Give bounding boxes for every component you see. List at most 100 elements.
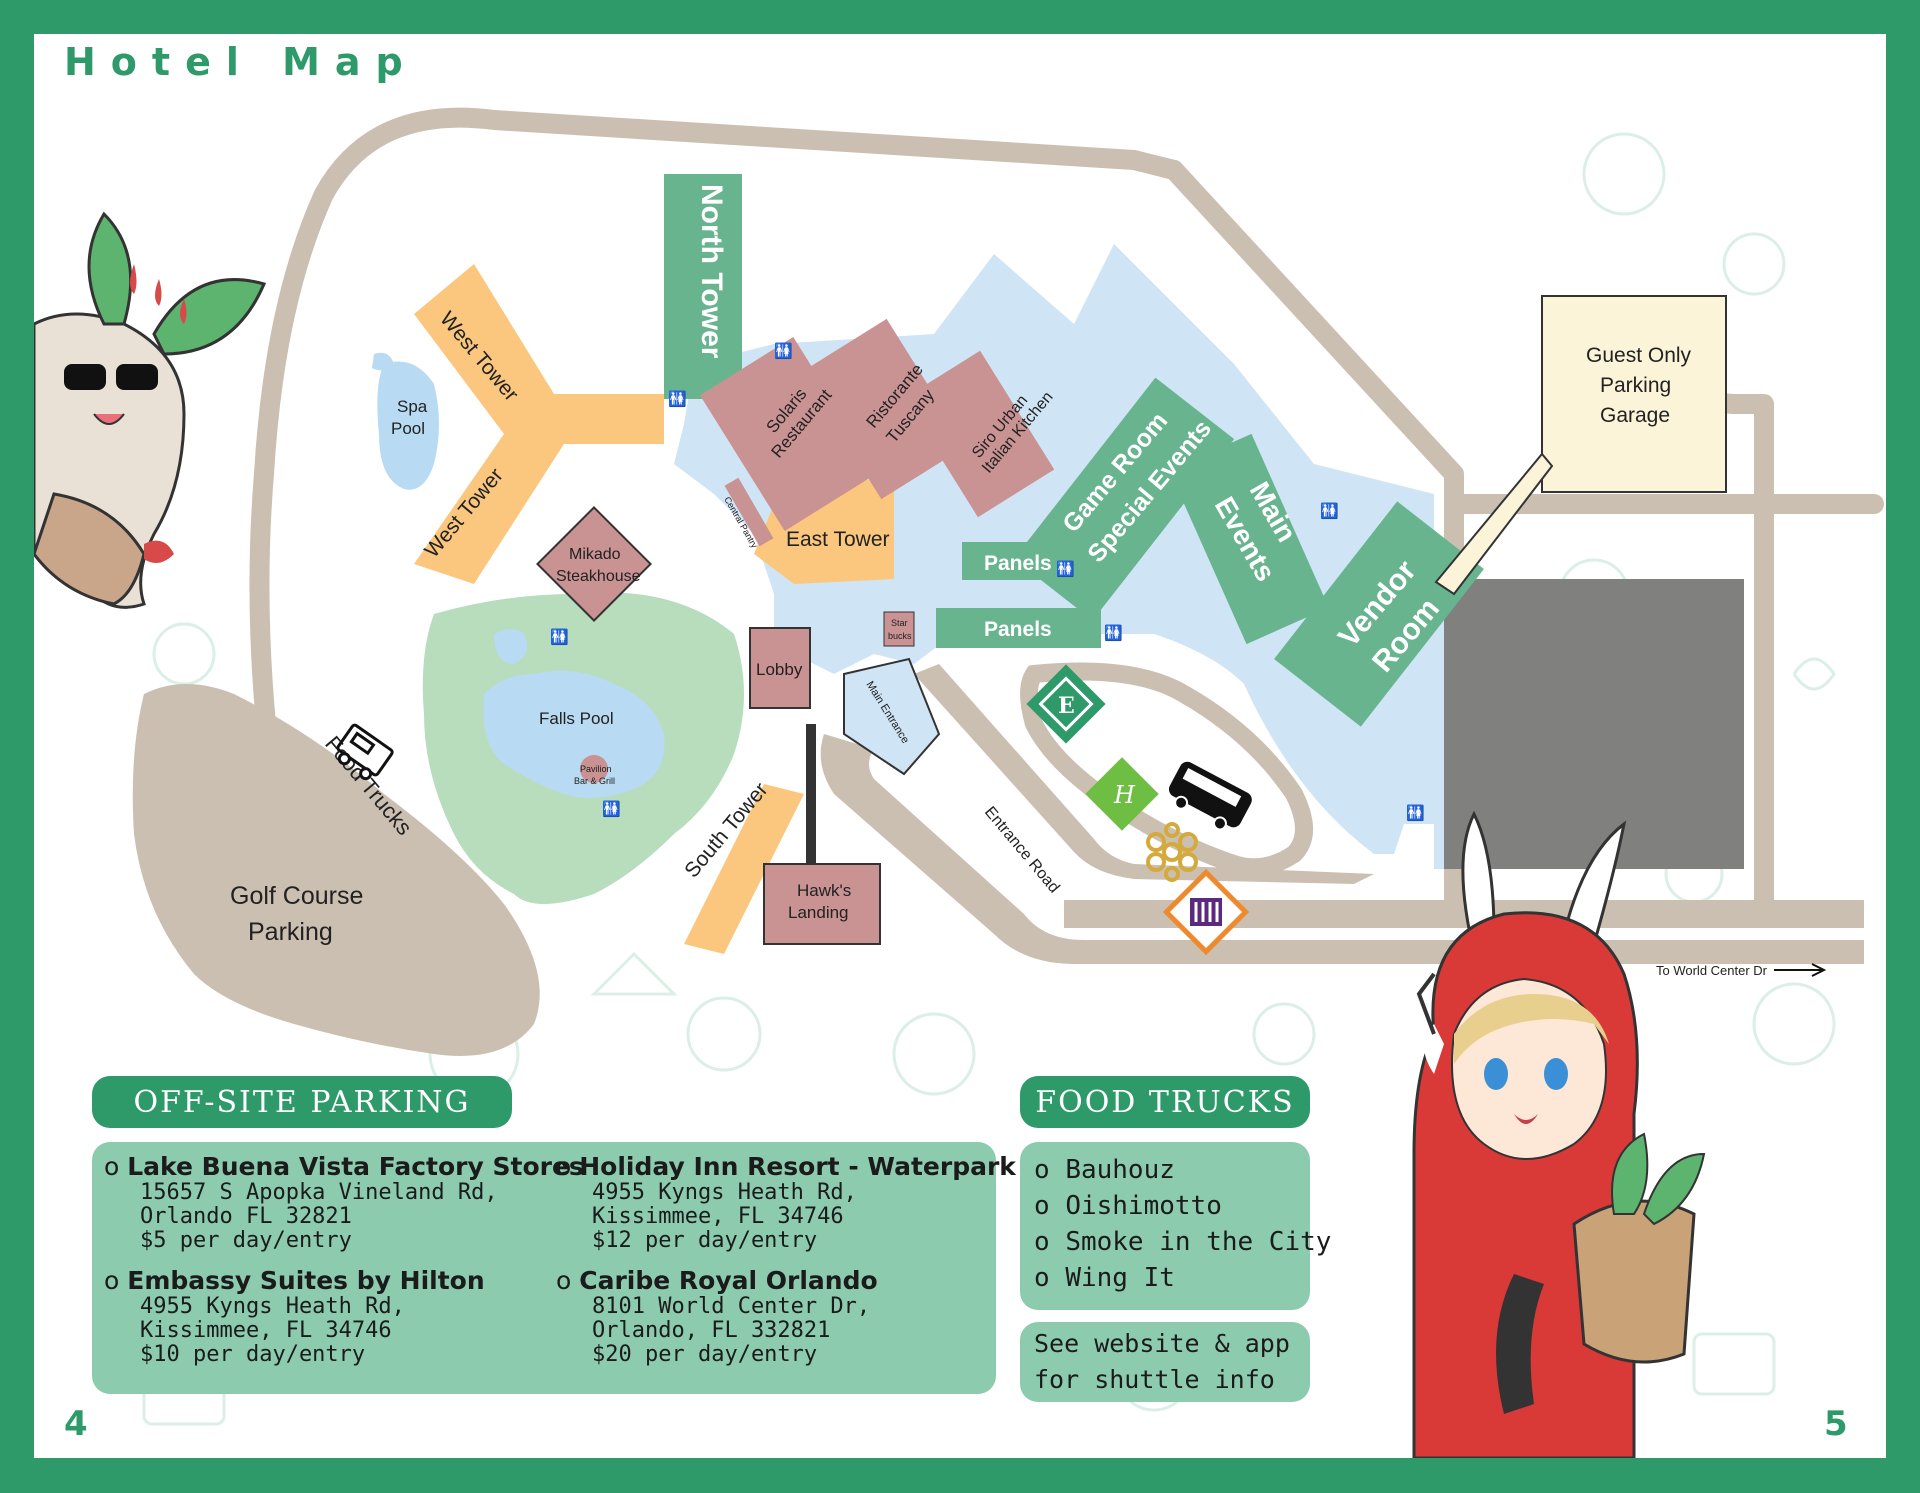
lot-name: Embassy Suites by Hilton — [104, 1266, 544, 1295]
label-falls-pool: Falls Pool — [539, 709, 614, 728]
lobby — [749, 627, 811, 709]
perimeter-road — [1164, 160, 1884, 514]
label-north-tower: North Tower — [695, 184, 728, 359]
golf-course-parking — [132, 684, 540, 1056]
starbucks — [883, 611, 915, 647]
map-page: North Tower West Tower West Tower Spa Po… — [34, 34, 1886, 1458]
west-tower — [414, 264, 664, 584]
south-connector — [806, 724, 816, 864]
food-truck-item: Bauhouz — [1034, 1152, 1310, 1188]
shuttle-info-text: for shuttle info — [1034, 1365, 1275, 1394]
siro-kitchen — [903, 350, 1055, 518]
svg-text:🚻: 🚻 — [1406, 804, 1425, 822]
main-entrance — [843, 657, 941, 776]
lot-name: Lake Buena Vista Factory Stores — [104, 1152, 584, 1181]
shuttle-bus-icon — [1168, 761, 1252, 831]
page-title: Hotel Map — [64, 40, 418, 84]
svg-text:🚻: 🚻 — [550, 628, 569, 646]
north-tower — [664, 174, 742, 399]
shuttle-info-box: See website & app for shuttle info — [1020, 1322, 1310, 1402]
leaf-mascot-illustration — [34, 211, 267, 609]
entrance-road-inner — [914, 664, 1374, 884]
lot-price: $10 per day/entry — [140, 1342, 366, 1367]
page-number-left: 4 — [64, 1404, 88, 1444]
food-trucks-box: Bauhouz Oishimotto Smoke in the City Win… — [1020, 1142, 1331, 1310]
holiday-inn-logo: H — [1085, 757, 1159, 831]
lot-price: $12 per day/entry — [592, 1228, 818, 1253]
food-truck-item: Smoke in the City — [1034, 1224, 1331, 1260]
lot-name: Caribe Royal Orlando — [556, 1266, 996, 1295]
caribe-royale-logo — [1146, 822, 1198, 882]
label-mikado-1: Mikado — [569, 546, 621, 563]
lot-city: Orlando FL 32821 — [140, 1204, 352, 1229]
label-golf-1: Golf Course — [230, 882, 363, 910]
label-spa-pool-1: Spa — [397, 397, 428, 416]
lot-city: Orlando, FL 332821 — [592, 1318, 831, 1343]
label-garage-3: Garage — [1600, 404, 1670, 427]
spa-pool-small — [372, 352, 394, 371]
lot-name: Holiday Inn Resort - Waterpark — [556, 1152, 1016, 1181]
garage-ramp — [1434, 452, 1554, 596]
falls-pool — [483, 670, 665, 798]
hotel-map: North Tower West Tower West Tower Spa Po… — [34, 107, 1884, 1458]
label-pavilion-2: Bar & Grill — [574, 776, 615, 786]
label-lobby: Lobby — [756, 660, 803, 679]
arrow-right-icon — [1774, 963, 1827, 977]
solaris-restaurant — [699, 337, 879, 531]
restroom-icon: 🚻🚻🚻 🚻🚻🚻 🚻🚻 — [550, 342, 1425, 822]
offsite-parking-header: OFF-SITE PARKING — [92, 1076, 512, 1128]
food-truck-item: Wing It — [1034, 1260, 1310, 1296]
anime-girl-illustration — [1412, 810, 1706, 1458]
lot-city: Kissimmee, FL 34746 — [140, 1318, 392, 1343]
parking-lot — [1434, 579, 1744, 869]
label-world-center: To World Center Dr — [1656, 963, 1768, 978]
panels-room-2 — [936, 608, 1101, 648]
label-panels-1: Panels — [984, 552, 1052, 575]
lot-price: $20 per day/entry — [592, 1342, 818, 1367]
lot-address: 4955 Kyngs Heath Rd, — [140, 1294, 405, 1319]
lot-address: 4955 Kyngs Heath Rd, — [592, 1180, 857, 1205]
svg-text:🚻: 🚻 — [602, 800, 621, 818]
label-hawks-1: Hawk's — [797, 881, 851, 900]
svg-text:🚻: 🚻 — [774, 342, 793, 360]
svg-text:E: E — [1058, 693, 1075, 719]
page-number-right: 5 — [1824, 1404, 1848, 1444]
guest-parking-garage — [1541, 295, 1727, 493]
label-starbucks-1: Star — [891, 618, 908, 628]
lot-price: $5 per day/entry — [140, 1228, 352, 1253]
lot-city: Kissimmee, FL 34746 — [592, 1204, 844, 1229]
label-starbucks-2: bucks — [888, 631, 912, 641]
label-pavilion-1: Pavilion — [580, 764, 612, 774]
hilton-logo — [1162, 868, 1250, 956]
parking-lot-entry: Embassy Suites by Hilton 4955 Kyngs Heat… — [104, 1266, 544, 1367]
food-trucks-header: FOOD TRUCKS — [1020, 1076, 1310, 1128]
svg-text:🚻: 🚻 — [1104, 624, 1123, 642]
parking-lot-entry: Lake Buena Vista Factory Stores 15657 S … — [104, 1152, 584, 1253]
central-pantry — [724, 477, 774, 547]
label-golf-2: Parking — [248, 918, 333, 946]
label-garage-1: Guest Only — [1586, 344, 1692, 367]
vendor-room — [1274, 501, 1484, 727]
mikado-steakhouse — [536, 506, 652, 622]
ristorante-tuscany — [801, 318, 967, 500]
parking-lot-entry: Holiday Inn Resort - Waterpark 4955 Kyng… — [556, 1152, 1016, 1253]
entrance-road — [820, 734, 1864, 964]
svg-text:🚻: 🚻 — [1056, 560, 1075, 578]
svg-text:🚻: 🚻 — [668, 390, 687, 408]
pavilion-bar — [580, 755, 608, 783]
lot-address: 15657 S Apopka Vineland Rd, — [140, 1180, 498, 1205]
lot-address: 8101 World Center Dr, — [592, 1294, 871, 1319]
label-panels-2: Panels — [984, 618, 1052, 641]
main-events-room — [1169, 433, 1329, 645]
label-east-tower: East Tower — [786, 528, 890, 551]
food-truck-icon — [336, 723, 394, 781]
svg-text:H: H — [1113, 781, 1136, 809]
falls-pool-small — [494, 629, 528, 664]
panels-room-1 — [962, 542, 1052, 580]
hawks-landing — [763, 863, 881, 945]
label-spa-pool-2: Pool — [391, 419, 425, 438]
label-mikado-2: Steakhouse — [556, 568, 641, 585]
parking-lot-edge — [1434, 579, 1444, 869]
parking-lot-entry: Caribe Royal Orlando 8101 World Center D… — [556, 1266, 996, 1367]
embassy-suites-logo: E — [1026, 664, 1106, 744]
